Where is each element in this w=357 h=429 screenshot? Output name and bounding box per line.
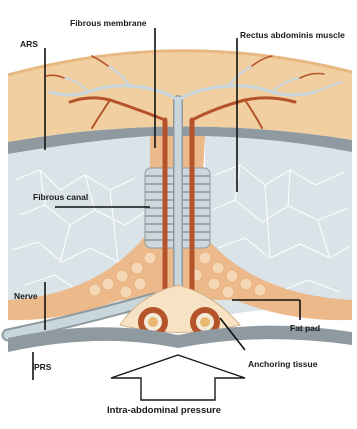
label-anchoring-tissue: Anchoring tissue <box>248 359 318 369</box>
label-fat-pad: Fat pad <box>290 323 320 333</box>
label-nerve: Nerve <box>14 291 38 301</box>
label-intra-abdominal-pressure: Intra-abdominal pressure <box>107 405 221 416</box>
label-ars: ARS <box>20 39 38 49</box>
label-prs: PRS <box>34 362 52 372</box>
label-rectus-abdominis-muscle: Rectus abdominis muscle <box>240 30 345 40</box>
label-fibrous-canal: Fibrous canal <box>33 192 88 202</box>
label-fibrous-membrane: Fibrous membrane <box>70 18 147 28</box>
